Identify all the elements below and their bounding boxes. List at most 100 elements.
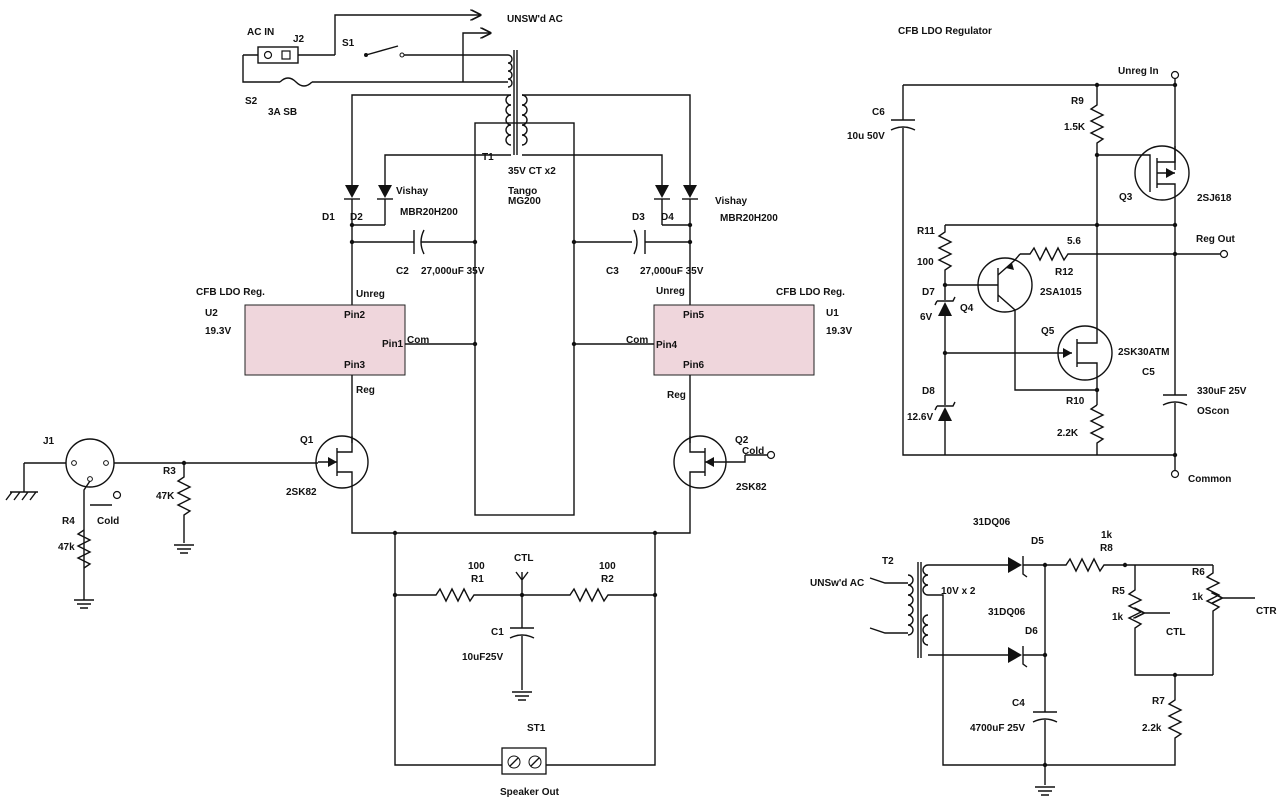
label-r5-value: 1k	[1112, 612, 1124, 623]
label-cold-right: Cold	[742, 446, 764, 457]
label-d7-value: 6V	[920, 312, 933, 323]
label-pin3: Pin3	[344, 360, 366, 371]
label-unswd-ac-top: UNSW'd AC	[507, 14, 563, 25]
label-t1: T1	[482, 152, 494, 163]
label-r9-value: 1.5K	[1064, 122, 1086, 133]
label-com-left: Com	[407, 335, 429, 346]
label-pin6: Pin6	[683, 360, 705, 371]
label-r6: R6	[1192, 567, 1205, 578]
label-r11-value: 100	[917, 257, 934, 268]
label-unreg-left: Unreg	[356, 289, 385, 300]
labels: AC IN J2 S1 S2 3A SB UNSW'd AC T1 35V CT…	[43, 14, 1277, 798]
main-wiring	[5, 15, 815, 775]
label-oscon: OScon	[1197, 406, 1229, 417]
label-r4-value: 47k	[58, 542, 75, 553]
label-unreg-in: Unreg In	[1118, 66, 1159, 77]
label-d2: D2	[350, 212, 363, 223]
label-d6-part: 31DQ06	[988, 607, 1026, 618]
label-j1: J1	[43, 436, 55, 447]
label-speaker-out: Speaker Out	[500, 787, 560, 798]
label-u2-voltage: 19.3V	[205, 326, 231, 337]
label-q2: Q2	[735, 435, 749, 446]
label-cold-left: Cold	[97, 516, 119, 527]
label-c3-value: 27,000uF 35V	[640, 266, 704, 277]
label-com-right: Com	[626, 335, 648, 346]
label-r1-value: 100	[468, 561, 485, 572]
label-d1: D1	[322, 212, 335, 223]
label-r10-value: 2.2K	[1057, 428, 1079, 439]
label-r11: R11	[917, 226, 935, 237]
label-mbr-right: MBR20H200	[720, 213, 778, 224]
regulator-u2	[244, 304, 406, 376]
label-r2-value: 100	[599, 561, 616, 572]
label-ac-in: AC IN	[247, 27, 274, 38]
ldo-regulator-schematic	[890, 70, 1229, 479]
label-d7: D7	[922, 287, 935, 298]
label-s1: S1	[342, 38, 355, 49]
label-q4: Q4	[960, 303, 974, 314]
label-q2-part: 2SK82	[736, 482, 767, 493]
label-d8-value: 12.6V	[907, 412, 933, 423]
label-reg-left: Reg	[356, 385, 375, 396]
label-r8-value: 1k	[1101, 530, 1113, 541]
bjt-q4	[945, 253, 1097, 391]
label-r6-value: 1k	[1192, 592, 1204, 603]
label-c4: C4	[1012, 698, 1025, 709]
label-q3: Q3	[1119, 192, 1133, 203]
label-d3: D3	[632, 212, 645, 223]
label-s2: S2	[245, 96, 258, 107]
label-d5-part: 31DQ06	[973, 517, 1011, 528]
label-r3: R3	[163, 466, 176, 477]
label-c2-value: 27,000uF 35V	[421, 266, 485, 277]
label-q3-part: 2SJ618	[1197, 193, 1232, 204]
diode-d4-icon	[683, 185, 697, 198]
label-r7-value: 2.2k	[1142, 723, 1162, 734]
label-q1: Q1	[300, 435, 314, 446]
label-q5-part: 2SK30ATM	[1118, 347, 1170, 358]
switch-s1-icon	[365, 45, 399, 56]
label-c3: C3	[606, 266, 619, 277]
label-reg-out: Reg Out	[1196, 234, 1236, 245]
label-unreg-right: Unreg	[656, 286, 685, 297]
regulator-u1	[653, 304, 815, 376]
label-pin1: Pin1	[382, 339, 404, 350]
label-tango: Tango	[508, 186, 537, 197]
label-d6: D6	[1025, 626, 1038, 637]
label-vishay-left: Vishay	[396, 186, 428, 197]
label-u1-voltage: 19.3V	[826, 326, 852, 337]
label-u2: U2	[205, 308, 218, 319]
label-u1-title: CFB LDO Reg.	[776, 287, 845, 298]
label-r10: R10	[1066, 396, 1085, 407]
label-fuse: 3A SB	[268, 107, 297, 118]
mosfet-q3	[1097, 145, 1190, 225]
label-c1: C1	[491, 627, 504, 638]
label-d5: D5	[1031, 536, 1044, 547]
label-r12-value: 5.6	[1067, 236, 1081, 247]
label-c5-value: 330uF 25V	[1197, 386, 1247, 397]
label-c1-value: 10uF25V	[462, 652, 503, 663]
label-q5: Q5	[1041, 326, 1055, 337]
transformer-t1	[505, 50, 528, 155]
label-c4-value: 4700uF 25V	[970, 723, 1025, 734]
label-pin5: Pin5	[683, 310, 705, 321]
label-ctl-bottom: CTL	[1166, 627, 1185, 638]
label-r5: R5	[1112, 586, 1125, 597]
label-vishay-right: Vishay	[715, 196, 747, 207]
label-r12: R12	[1055, 267, 1074, 278]
label-t2-spec: 10V x 2	[941, 586, 976, 597]
xlr-j1	[65, 438, 115, 488]
label-r9: R9	[1071, 96, 1084, 107]
label-ctr: CTR	[1256, 606, 1277, 617]
label-r8: R8	[1100, 543, 1113, 554]
label-c6: C6	[872, 107, 885, 118]
label-reg-right: Reg	[667, 390, 686, 401]
label-common: Common	[1188, 474, 1231, 485]
label-r2: R2	[601, 574, 614, 585]
label-u1: U1	[826, 308, 839, 319]
label-j2: J2	[293, 34, 305, 45]
label-q1-part: 2SK82	[286, 487, 317, 498]
jfet-q5	[945, 225, 1113, 405]
label-r4: R4	[62, 516, 75, 527]
label-unswd-ac-bottom: UNSw'd AC	[810, 578, 864, 589]
fuse-icon	[279, 77, 313, 87]
